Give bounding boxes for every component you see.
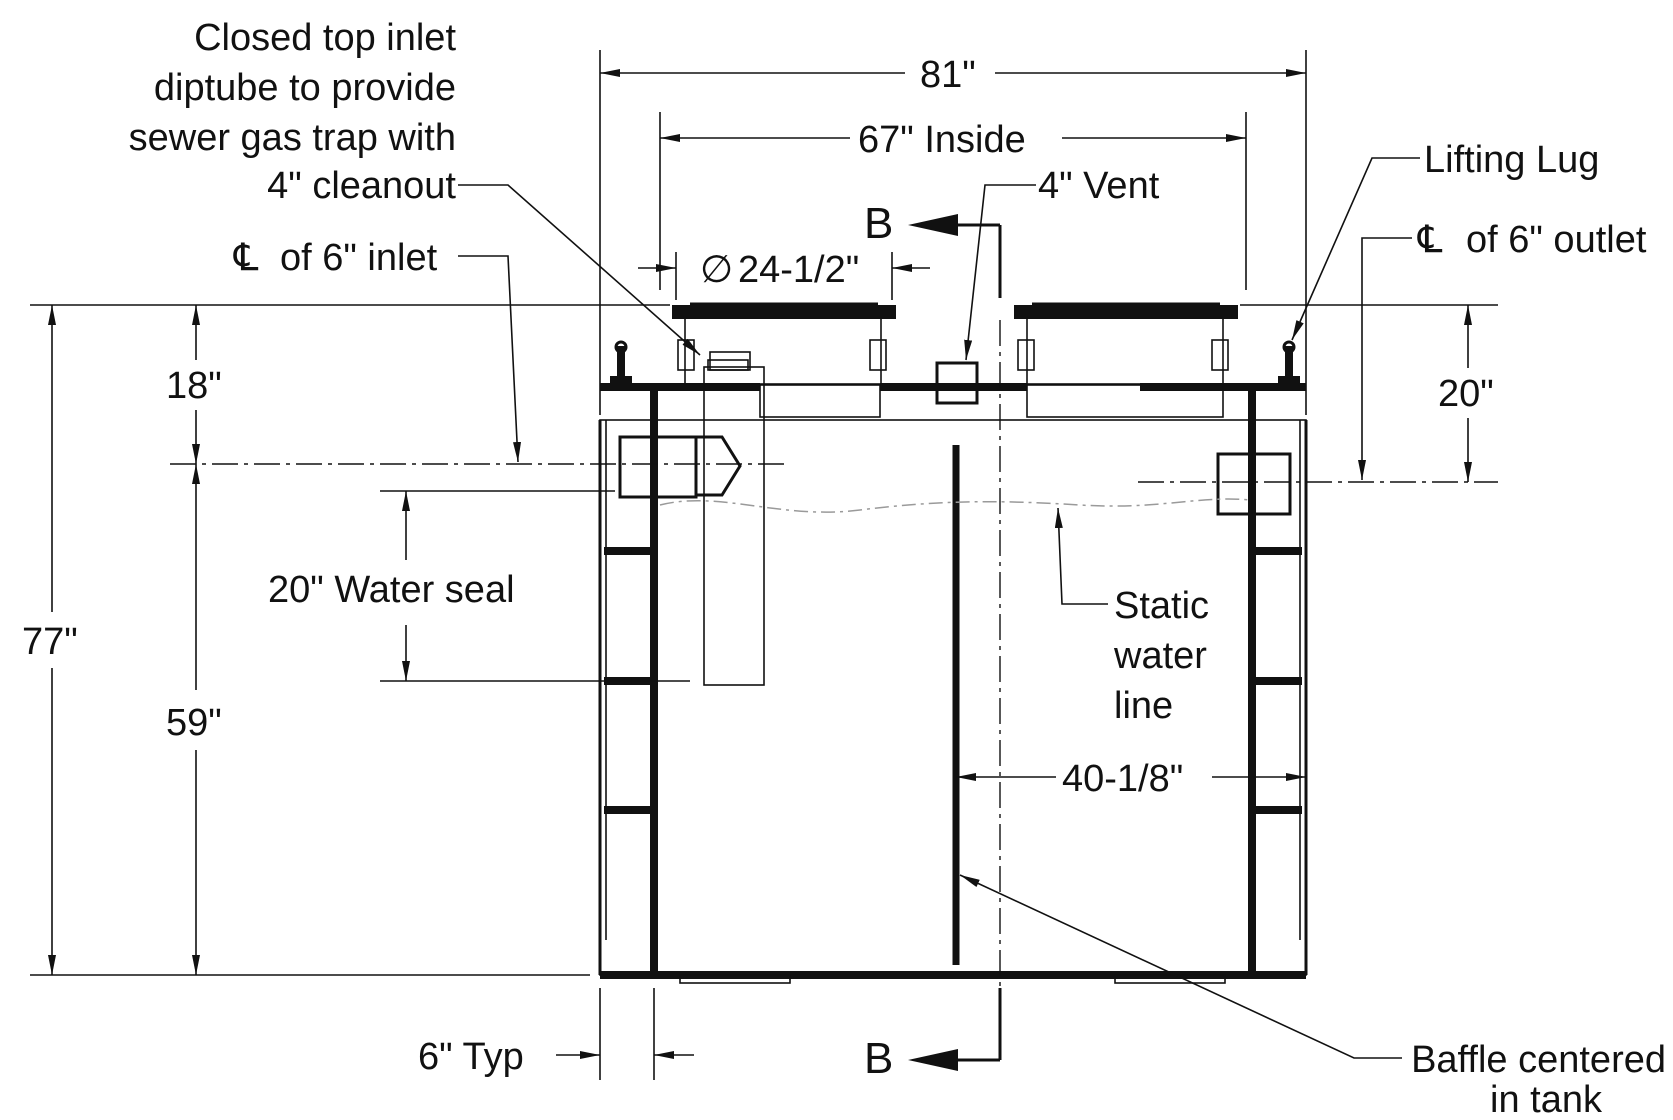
overall-height-text: 77" — [22, 621, 78, 663]
dim-manhole-diameter: ∅ 24-1/2" — [638, 249, 930, 300]
section-marker-bottom: B — [864, 988, 1002, 1083]
wall-thickness-text: 6" Typ — [418, 1036, 524, 1078]
vent-box — [935, 361, 979, 405]
dim-top-to-outlet: 20" — [1240, 304, 1498, 482]
diameter-symbol: ∅ — [700, 249, 733, 291]
manhole-right — [1014, 302, 1238, 418]
section-marker-top: B — [864, 199, 1002, 298]
static-water-line — [659, 498, 1251, 513]
baffle-to-wall-text: 40-1/8" — [1062, 758, 1183, 800]
lifting-lug-right — [1278, 340, 1300, 388]
vent-text: 4" Vent — [1038, 165, 1160, 207]
top-to-inlet-text: 18" — [166, 365, 222, 407]
lifting-lug-left — [610, 340, 632, 388]
section-b-top: B — [864, 199, 893, 248]
outlet-centerline-symbol: ℄ — [1417, 219, 1443, 261]
outlet-centerline-text: of 6" outlet — [1466, 219, 1647, 261]
inlet-centerline-text: of 6" inlet — [280, 237, 438, 279]
dim-wall-thickness: 6" Typ — [418, 988, 694, 1080]
outlet-pipe — [1216, 452, 1292, 516]
section-b-bottom: B — [864, 1034, 893, 1083]
callout-baffle: Baffle centered in tank — [959, 874, 1666, 1120]
callout-inlet-centerline: ℄ of 6" inlet — [233, 237, 522, 463]
diptube-line-3: sewer gas trap with — [129, 117, 456, 159]
water-seal-text: 20" Water seal — [268, 569, 515, 611]
baffle-text-1: Baffle centered — [1411, 1039, 1666, 1081]
dim-inlet-to-bottom: 59" — [166, 464, 222, 975]
static-water-line-1: Static — [1114, 585, 1209, 627]
static-water-line-2: water — [1113, 635, 1207, 677]
inlet-centerline-symbol: ℄ — [233, 237, 259, 279]
diptube-line-2: diptube to provide — [154, 67, 456, 109]
dim-baffle-to-wall: 40-1/8" — [956, 758, 1306, 800]
callout-outlet-centerline: ℄ of 6" outlet — [1358, 219, 1647, 480]
diptube-line-4: 4" cleanout — [267, 165, 456, 207]
callout-diptube: Closed top inlet diptube to provide sewe… — [129, 17, 701, 356]
diptube-line-1: Closed top inlet — [194, 17, 456, 59]
inside-width-text: 67" Inside — [858, 119, 1026, 161]
dim-overall-height: 77" — [22, 304, 670, 976]
dim-water-seal: 20" Water seal — [268, 490, 690, 682]
dim-inside-width: 67" Inside — [659, 112, 1247, 290]
callout-static-water-line: Static water line — [1054, 507, 1209, 727]
dim-top-to-inlet: 18" — [166, 305, 222, 464]
lifting-lug-text: Lifting Lug — [1424, 139, 1599, 181]
inlet-pipe — [618, 359, 765, 686]
top-to-outlet-text: 20" — [1438, 373, 1494, 415]
tank-body — [598, 383, 1308, 984]
baffle-text-2: in tank — [1490, 1079, 1603, 1120]
callout-lifting-lug: Lifting Lug — [1291, 139, 1599, 341]
static-water-line-3: line — [1114, 685, 1173, 727]
dim-overall-width: 81" — [599, 50, 1307, 415]
overall-width-text: 81" — [920, 54, 976, 96]
inlet-to-bottom-text: 59" — [166, 702, 222, 744]
callout-vent: 4" Vent — [964, 165, 1160, 361]
manhole-diameter-text: 24-1/2" — [738, 249, 859, 291]
